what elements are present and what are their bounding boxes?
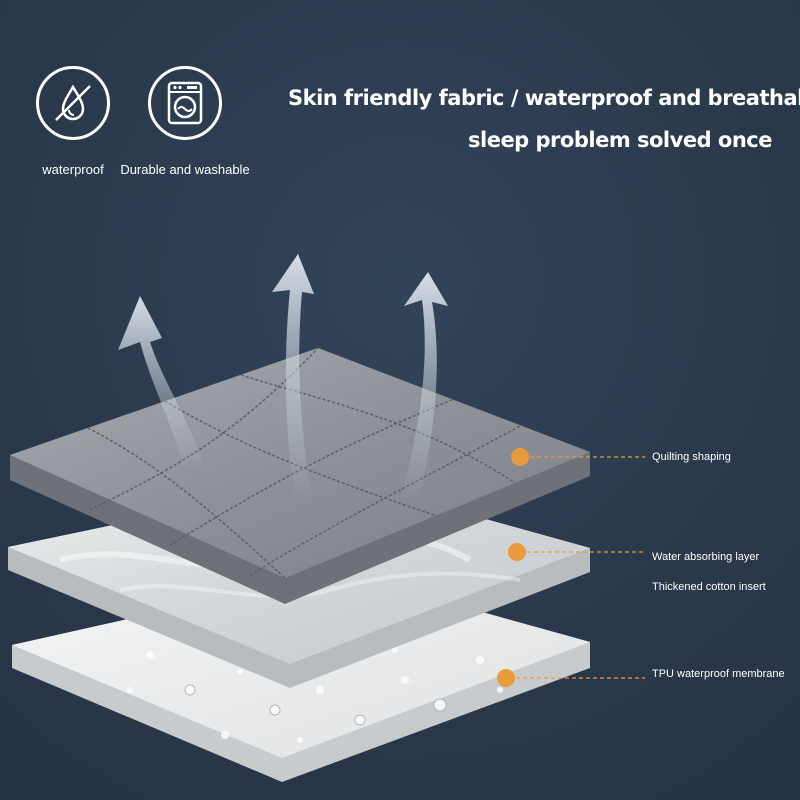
water-droplets xyxy=(127,647,503,743)
callout-water-absorbing: Water absorbing layer xyxy=(652,551,760,563)
callout-cotton-insert: Thickened cotton insert xyxy=(652,581,766,593)
callout-leaders xyxy=(497,448,645,687)
headline-line-1: Skin friendly fabric / waterproof and br… xyxy=(288,86,800,110)
callout-tpu-membrane: TPU waterproof membrane xyxy=(652,668,785,680)
feature-label-durable-washable: Durable and washable xyxy=(120,162,250,177)
feature-waterproof: waterproof xyxy=(34,66,112,177)
headline-line-2: sleep problem solved once xyxy=(468,128,772,152)
callout-quilting: Quilting shaping xyxy=(652,451,731,463)
washing-machine-icon xyxy=(148,66,222,140)
feature-label-waterproof: waterproof xyxy=(42,162,104,177)
waterproof-drop-icon xyxy=(36,66,110,140)
breathable-arrows xyxy=(118,254,448,500)
feature-durable-washable: Durable and washable xyxy=(120,66,250,177)
